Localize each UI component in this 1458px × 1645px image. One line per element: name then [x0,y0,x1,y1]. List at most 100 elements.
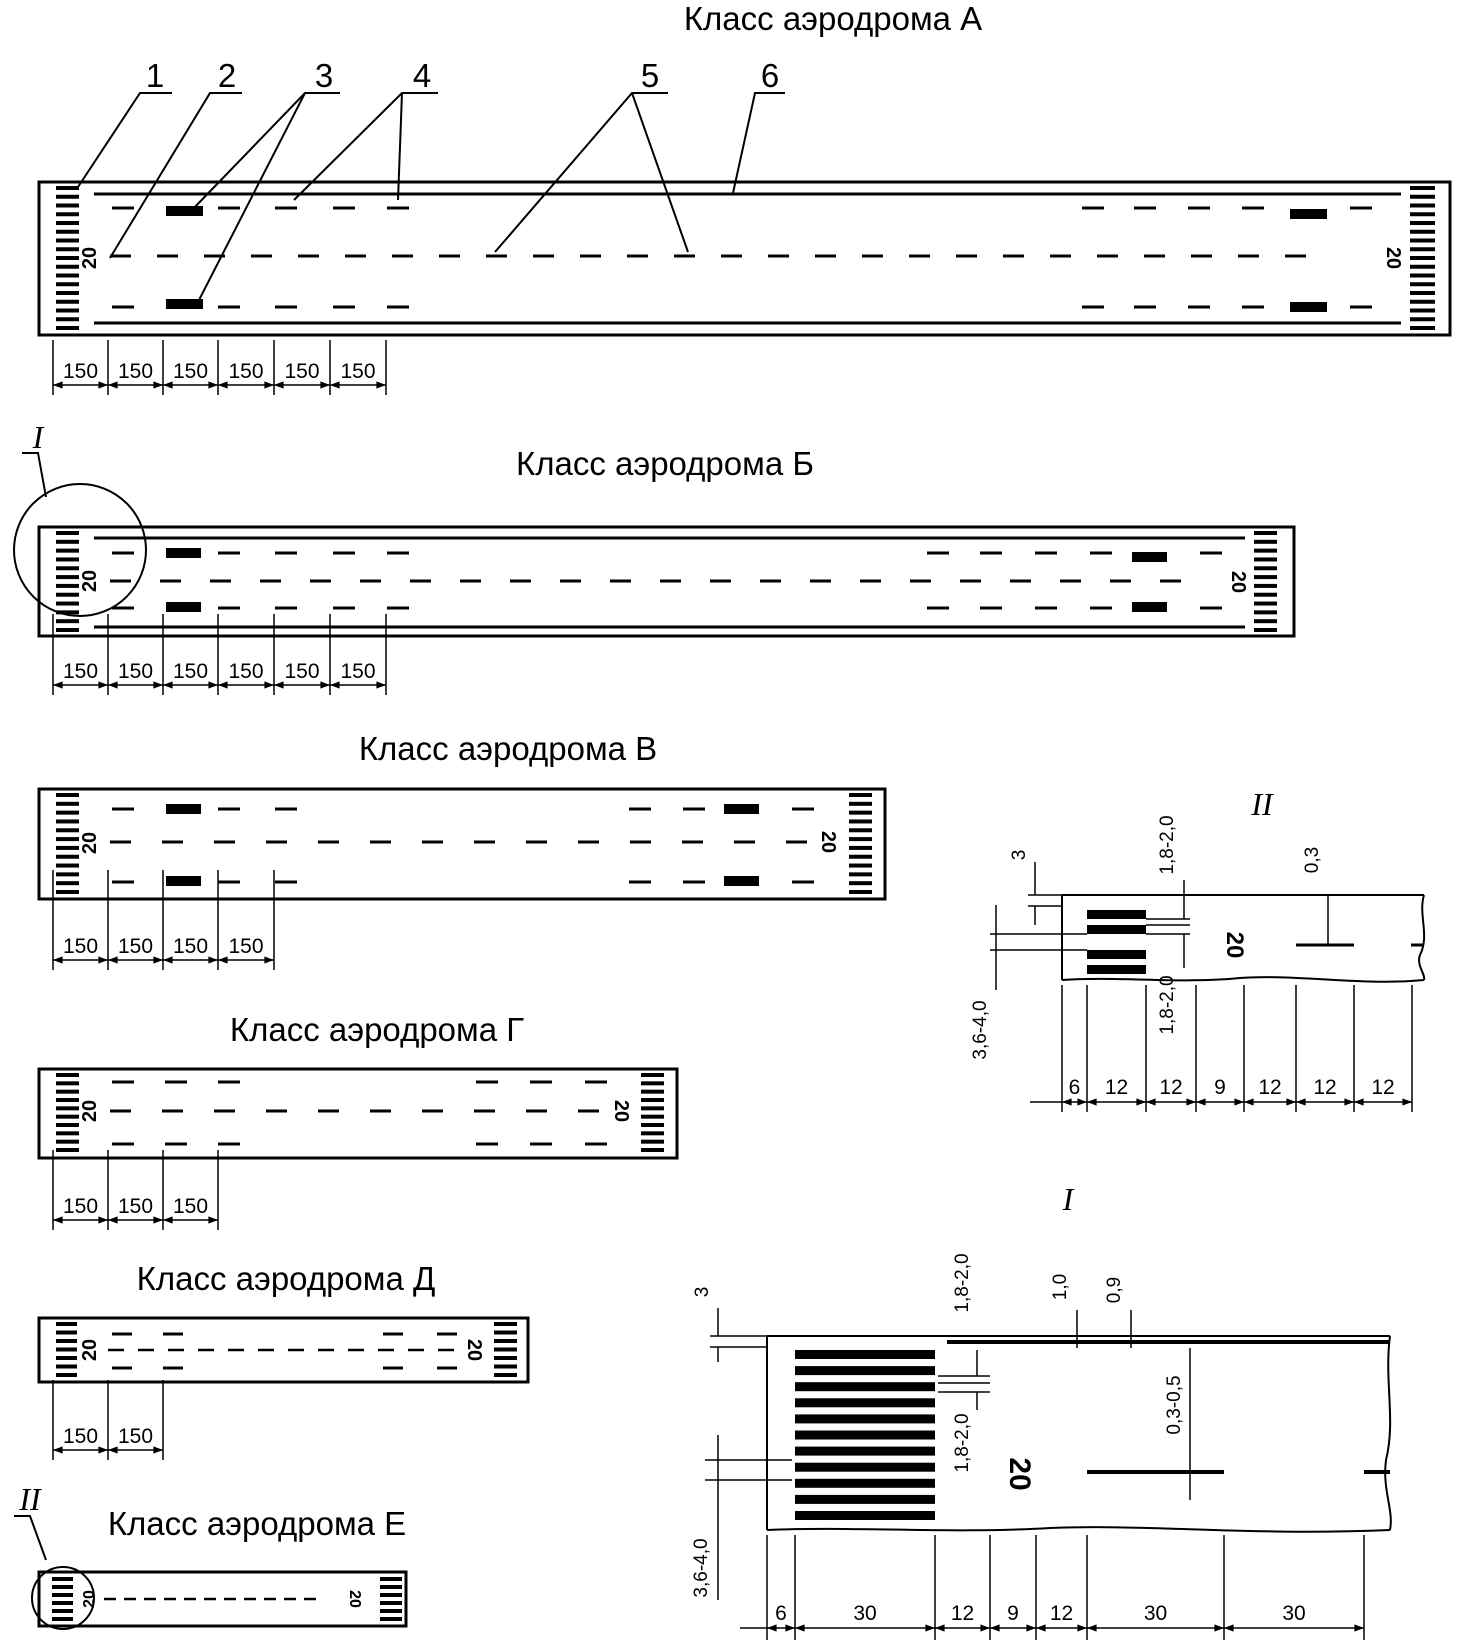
threshold-stripe [56,872,79,877]
aiming-point-markings [166,804,759,886]
arrowhead [785,1624,795,1632]
dim-I-3: 3 [692,1287,713,1298]
threshold-stripe [1410,282,1435,287]
threshold-marking-left [56,793,79,894]
arrowhead [98,381,108,389]
threshold-stripe [56,212,79,217]
callout-2: 2 [218,57,236,94]
threshold-stripe [1254,539,1277,544]
threshold-stripe [56,1123,79,1127]
title-class-a: Класс аэродрома А [684,0,982,37]
dim-I-3-6-4-0: 3,6-4,0 [691,1538,712,1597]
threshold-stripe [1410,308,1435,313]
threshold-stripe [56,1073,79,1077]
arrowhead [320,381,330,389]
arrowhead [935,1624,945,1632]
threshold-stripe [56,1364,77,1369]
arrowhead [1244,1098,1254,1106]
runway-number: 20 [1221,932,1248,959]
threshold-stripe [494,1347,517,1352]
dimension-label: 150 [173,935,208,958]
dimension-label: 150 [340,360,375,383]
threshold-stripes [1087,910,1146,974]
dim-I-1-8-2-0-top: 1,8-2,0 [952,1253,973,1312]
threshold-stripe [56,291,79,295]
threshold-stripe [641,1148,664,1152]
arrowhead [1354,1098,1364,1106]
arrowhead [163,681,173,689]
arrowhead [1344,1098,1354,1106]
threshold-stripe [56,1098,79,1102]
arrowhead [98,681,108,689]
arrowhead [274,381,284,389]
threshold-stripe [795,1430,935,1440]
threshold-stripe [1254,566,1277,571]
threshold-stripe [849,863,872,868]
detail-II-label: II [18,1481,42,1517]
threshold-stripe [641,1081,664,1086]
threshold-stripe [1410,264,1435,269]
detail-II-title: II [1250,786,1274,822]
threshold-stripe [52,1585,73,1589]
arrowhead [1146,1098,1156,1106]
threshold-stripe [52,1617,73,1621]
arrowhead [264,381,274,389]
threshold-stripe [1254,619,1277,624]
touchdown-zone-dashes [112,1332,457,1370]
threshold-stripe [56,273,79,278]
arrowhead [1036,1624,1046,1632]
threshold-stripe [56,539,79,544]
arrowhead [218,956,228,964]
threshold-stripe [1254,531,1277,535]
threshold-stripe [494,1322,517,1326]
aiming-point-markings [166,548,1167,612]
threshold-stripe [494,1330,517,1335]
threshold-stripe [849,845,872,850]
arrowhead [108,1216,118,1224]
threshold-stripe [380,1585,402,1589]
threshold-stripe [795,1398,935,1408]
threshold-stripe [56,583,79,588]
threshold-stripe [1410,186,1435,190]
dimension-label: 150 [63,660,98,683]
threshold-stripe [1410,212,1435,217]
threshold-stripe [641,1098,664,1102]
runway-number-left: 20 [79,247,101,269]
dimension-label: 30 [853,1602,876,1625]
threshold-stripe [56,881,79,886]
dim-II-1-8-2-0-top: 1,8-2,0 [1157,815,1178,874]
dimension-label: 12 [1159,1076,1182,1099]
arrowhead [98,956,108,964]
threshold-stripe [380,1609,402,1613]
arrowhead [53,1446,63,1454]
threshold-stripe [380,1617,402,1621]
dimension-label: 150 [284,660,319,683]
threshold-stripe [849,837,872,842]
threshold-stripe [56,619,79,624]
threshold-stripe [56,1106,79,1111]
threshold-stripe [849,828,872,833]
threshold-stripe [56,1373,77,1377]
title-class-g: Класс аэродрома Г [230,1011,524,1048]
threshold-stripe [795,1350,935,1359]
arrowhead [980,1624,990,1632]
threshold-stripe [56,194,79,199]
arrowhead [1087,1624,1097,1632]
threshold-stripe [56,566,79,571]
runway-number-right: 20 [346,1590,363,1608]
runway-number-left: 20 [79,1100,101,1122]
threshold-stripe [52,1593,73,1597]
threshold-marking-right [641,1073,664,1152]
arrowhead [767,1624,777,1632]
dimension-label: 6 [775,1602,787,1625]
threshold-stripe [56,793,79,797]
dimension-label: 150 [173,1195,208,1218]
arrowhead [1196,1098,1206,1106]
dimension-label: 12 [1050,1602,1073,1625]
threshold-stripe [56,801,79,806]
threshold-stripe [56,845,79,850]
arrowhead [153,381,163,389]
